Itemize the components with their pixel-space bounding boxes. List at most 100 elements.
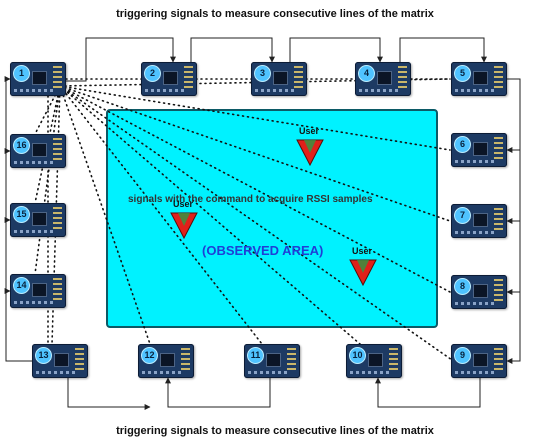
top-wire-1-2 <box>64 37 176 82</box>
sensor-node-16: 16 <box>10 134 66 168</box>
connector-icon <box>494 348 503 372</box>
node-number: 1 <box>13 65 30 82</box>
rssi-command-text: signals with the command to acquire RSSI… <box>128 194 373 205</box>
sensor-node-12: 12 <box>138 344 194 378</box>
bottom-wire-9-10 <box>375 377 481 408</box>
user-marker-shade <box>178 213 190 226</box>
right-wire-5-6 <box>506 78 521 153</box>
node-number: 5 <box>454 65 471 82</box>
signal-ray-8 <box>59 85 151 345</box>
chip-icon <box>32 283 47 297</box>
left-wire-16-1 <box>4 76 11 152</box>
signal-ray-10 <box>34 85 61 275</box>
trace-icon <box>142 371 182 374</box>
trace-icon <box>14 161 54 164</box>
signal-ray-5 <box>59 85 453 361</box>
user-label-2: User <box>173 199 194 209</box>
sensor-node-4: 4 <box>355 62 411 96</box>
trace-icon <box>248 371 288 374</box>
node-number: 9 <box>454 347 471 364</box>
node-number: 2 <box>144 65 161 82</box>
chip-icon <box>273 71 288 85</box>
sensor-node-9: 9 <box>451 344 507 378</box>
signal-ray-6 <box>59 85 361 345</box>
trace-icon <box>455 160 495 163</box>
connector-icon <box>294 66 303 90</box>
node-number: 10 <box>349 347 366 364</box>
connector-icon <box>494 137 503 161</box>
chip-icon <box>473 353 488 367</box>
sensor-node-14: 14 <box>10 274 66 308</box>
connector-icon <box>53 138 62 162</box>
bottom-caption: triggering signals to measure consecutiv… <box>116 425 434 437</box>
user-label-1: User <box>299 126 320 136</box>
sensor-node-13: 13 <box>32 344 88 378</box>
trace-icon <box>455 302 495 305</box>
trace-icon <box>14 89 54 92</box>
node-number: 8 <box>454 278 471 295</box>
sensor-node-7: 7 <box>451 204 507 238</box>
trace-icon <box>455 231 495 234</box>
node-number: 16 <box>13 137 30 154</box>
node-number: 14 <box>13 277 30 294</box>
node-number: 11 <box>247 347 264 364</box>
trace-icon <box>145 89 185 92</box>
chip-icon <box>32 143 47 157</box>
connector-icon <box>494 208 503 232</box>
node-number: 6 <box>454 136 471 153</box>
connector-icon <box>398 66 407 90</box>
node-number: 13 <box>35 347 52 364</box>
signal-ray-4 <box>59 85 451 293</box>
sensor-node-2: 2 <box>141 62 197 96</box>
node-number: 4 <box>358 65 375 82</box>
chip-icon <box>473 284 488 298</box>
chip-icon <box>266 353 281 367</box>
right-wire-8-9 <box>506 291 521 364</box>
node-number: 15 <box>13 206 30 223</box>
connector-icon <box>53 278 62 302</box>
trace-icon <box>455 371 495 374</box>
bottom-wire-13-12 <box>67 378 151 410</box>
chip-icon <box>32 71 47 85</box>
node-number: 12 <box>141 347 158 364</box>
chip-icon <box>54 353 69 367</box>
sensor-node-1: 1 <box>10 62 66 96</box>
trace-icon <box>14 230 54 233</box>
trace-icon <box>455 89 495 92</box>
connector-icon <box>75 348 84 372</box>
chip-icon <box>32 212 47 226</box>
signal-ray-2 <box>59 85 451 151</box>
node-number: 3 <box>254 65 271 82</box>
signal-ray-12 <box>34 85 61 135</box>
connector-icon <box>287 348 296 372</box>
top-wire-2-3 <box>190 37 275 63</box>
observed-area-label: (OBSERVED AREA) <box>202 243 324 258</box>
connector-icon <box>53 66 62 90</box>
sensor-node-11: 11 <box>244 344 300 378</box>
chip-icon <box>160 353 175 367</box>
connector-icon <box>494 279 503 303</box>
connector-icon <box>184 66 193 90</box>
signal-ray-7 <box>59 85 263 345</box>
node-number: 7 <box>454 207 471 224</box>
chip-icon <box>163 71 178 85</box>
trace-icon <box>359 89 399 92</box>
top-caption: triggering signals to measure consecutiv… <box>116 8 434 20</box>
connector-icon <box>494 66 503 90</box>
user-label-3: User <box>352 246 373 256</box>
chip-icon <box>377 71 392 85</box>
sensor-node-3: 3 <box>251 62 307 96</box>
sensor-node-15: 15 <box>10 203 66 237</box>
user-marker-shade <box>304 140 316 153</box>
sensor-node-5: 5 <box>451 62 507 96</box>
trace-icon <box>36 371 76 374</box>
trace-icon <box>255 89 295 92</box>
chip-icon <box>473 71 488 85</box>
bottom-wire-11-12 <box>165 377 271 408</box>
chip-icon <box>473 213 488 227</box>
observed-area-region <box>106 109 438 328</box>
right-wire-6-7 <box>506 149 521 224</box>
connector-icon <box>389 348 398 372</box>
trace-icon <box>350 371 390 374</box>
